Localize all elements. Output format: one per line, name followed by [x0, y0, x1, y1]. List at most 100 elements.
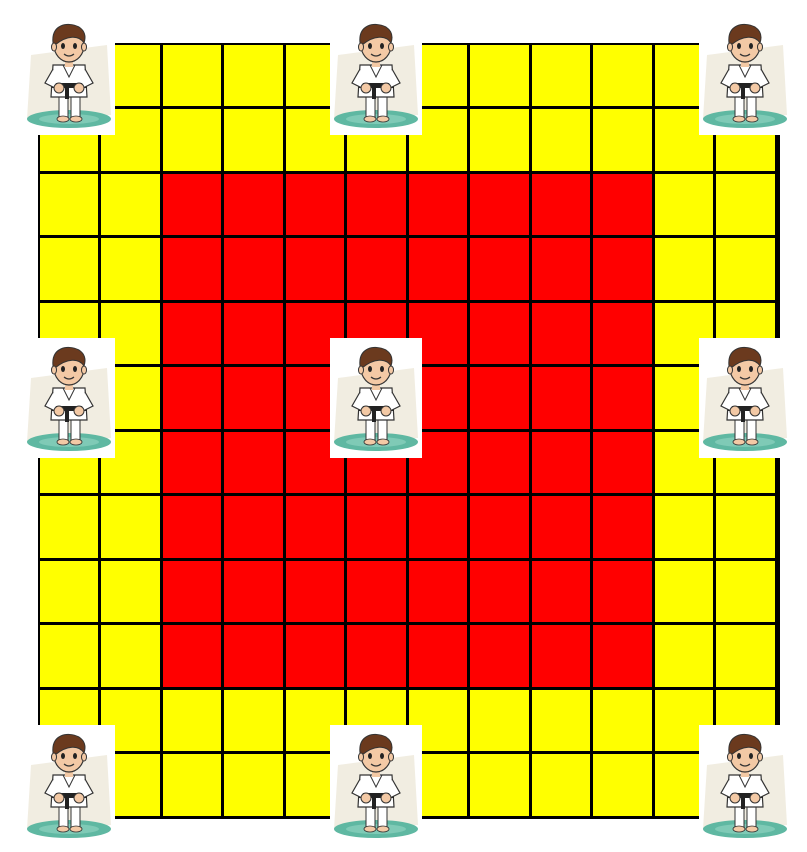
- outer-square[interactable]: [470, 754, 529, 816]
- inner-square[interactable]: [470, 496, 529, 558]
- inner-square[interactable]: [593, 561, 652, 623]
- inner-square[interactable]: [532, 303, 591, 365]
- outer-square[interactable]: [593, 690, 652, 752]
- inner-square[interactable]: [224, 303, 283, 365]
- inner-square[interactable]: [224, 238, 283, 300]
- inner-square[interactable]: [409, 561, 468, 623]
- inner-square[interactable]: [224, 367, 283, 429]
- outer-square[interactable]: [716, 625, 775, 687]
- inner-square[interactable]: [593, 496, 652, 558]
- outer-square[interactable]: [470, 690, 529, 752]
- outer-square[interactable]: [163, 754, 222, 816]
- outer-square[interactable]: [224, 45, 283, 107]
- outer-square[interactable]: [532, 45, 591, 107]
- outer-square[interactable]: [224, 754, 283, 816]
- karate-kid-top-right[interactable]: [699, 15, 791, 135]
- inner-square[interactable]: [347, 174, 406, 236]
- inner-square[interactable]: [286, 238, 345, 300]
- inner-square[interactable]: [224, 496, 283, 558]
- outer-square[interactable]: [101, 238, 160, 300]
- inner-square[interactable]: [163, 303, 222, 365]
- karate-kid-middle-left[interactable]: [23, 338, 115, 458]
- inner-square[interactable]: [532, 432, 591, 494]
- inner-square[interactable]: [409, 238, 468, 300]
- inner-square[interactable]: [224, 625, 283, 687]
- inner-square[interactable]: [470, 303, 529, 365]
- inner-square[interactable]: [163, 432, 222, 494]
- outer-square[interactable]: [163, 109, 222, 171]
- outer-square[interactable]: [716, 496, 775, 558]
- outer-square[interactable]: [716, 561, 775, 623]
- outer-square[interactable]: [716, 174, 775, 236]
- inner-square[interactable]: [593, 432, 652, 494]
- karate-kid-bottom-center[interactable]: [330, 725, 422, 845]
- outer-square[interactable]: [593, 45, 652, 107]
- inner-square[interactable]: [347, 238, 406, 300]
- outer-square[interactable]: [101, 561, 160, 623]
- inner-square[interactable]: [163, 496, 222, 558]
- outer-square[interactable]: [655, 625, 714, 687]
- inner-square[interactable]: [347, 561, 406, 623]
- outer-square[interactable]: [40, 238, 99, 300]
- outer-square[interactable]: [224, 109, 283, 171]
- outer-square[interactable]: [470, 109, 529, 171]
- inner-square[interactable]: [470, 561, 529, 623]
- outer-square[interactable]: [655, 496, 714, 558]
- outer-square[interactable]: [40, 174, 99, 236]
- inner-square[interactable]: [593, 174, 652, 236]
- inner-square[interactable]: [593, 367, 652, 429]
- inner-square[interactable]: [409, 496, 468, 558]
- inner-square[interactable]: [163, 238, 222, 300]
- inner-square[interactable]: [532, 238, 591, 300]
- inner-square[interactable]: [347, 496, 406, 558]
- outer-square[interactable]: [655, 238, 714, 300]
- outer-square[interactable]: [163, 45, 222, 107]
- outer-square[interactable]: [532, 754, 591, 816]
- outer-square[interactable]: [40, 496, 99, 558]
- outer-square[interactable]: [224, 690, 283, 752]
- inner-square[interactable]: [224, 174, 283, 236]
- inner-square[interactable]: [409, 625, 468, 687]
- inner-square[interactable]: [409, 174, 468, 236]
- outer-square[interactable]: [163, 690, 222, 752]
- inner-square[interactable]: [163, 367, 222, 429]
- outer-square[interactable]: [40, 625, 99, 687]
- inner-square[interactable]: [532, 496, 591, 558]
- inner-square[interactable]: [532, 625, 591, 687]
- inner-square[interactable]: [163, 561, 222, 623]
- inner-square[interactable]: [347, 625, 406, 687]
- inner-square[interactable]: [470, 367, 529, 429]
- inner-square[interactable]: [163, 174, 222, 236]
- outer-square[interactable]: [40, 561, 99, 623]
- outer-square[interactable]: [532, 109, 591, 171]
- inner-square[interactable]: [286, 561, 345, 623]
- karate-kid-top-left[interactable]: [23, 15, 115, 135]
- outer-square[interactable]: [593, 109, 652, 171]
- inner-square[interactable]: [286, 625, 345, 687]
- karate-kid-bottom-right[interactable]: [699, 725, 791, 845]
- karate-kid-middle-right[interactable]: [699, 338, 791, 458]
- inner-square[interactable]: [593, 625, 652, 687]
- inner-square[interactable]: [532, 174, 591, 236]
- outer-square[interactable]: [655, 561, 714, 623]
- inner-square[interactable]: [532, 561, 591, 623]
- inner-square[interactable]: [163, 625, 222, 687]
- inner-square[interactable]: [224, 561, 283, 623]
- karate-kid-top-center[interactable]: [330, 15, 422, 135]
- inner-square[interactable]: [593, 303, 652, 365]
- inner-square[interactable]: [470, 174, 529, 236]
- inner-square[interactable]: [470, 432, 529, 494]
- inner-square[interactable]: [286, 496, 345, 558]
- inner-square[interactable]: [224, 432, 283, 494]
- inner-square[interactable]: [470, 238, 529, 300]
- outer-square[interactable]: [593, 754, 652, 816]
- outer-square[interactable]: [716, 238, 775, 300]
- inner-square[interactable]: [286, 174, 345, 236]
- inner-square[interactable]: [470, 625, 529, 687]
- outer-square[interactable]: [470, 45, 529, 107]
- inner-square[interactable]: [593, 238, 652, 300]
- outer-square[interactable]: [101, 174, 160, 236]
- outer-square[interactable]: [655, 174, 714, 236]
- outer-square[interactable]: [101, 625, 160, 687]
- karate-kid-bottom-left[interactable]: [23, 725, 115, 845]
